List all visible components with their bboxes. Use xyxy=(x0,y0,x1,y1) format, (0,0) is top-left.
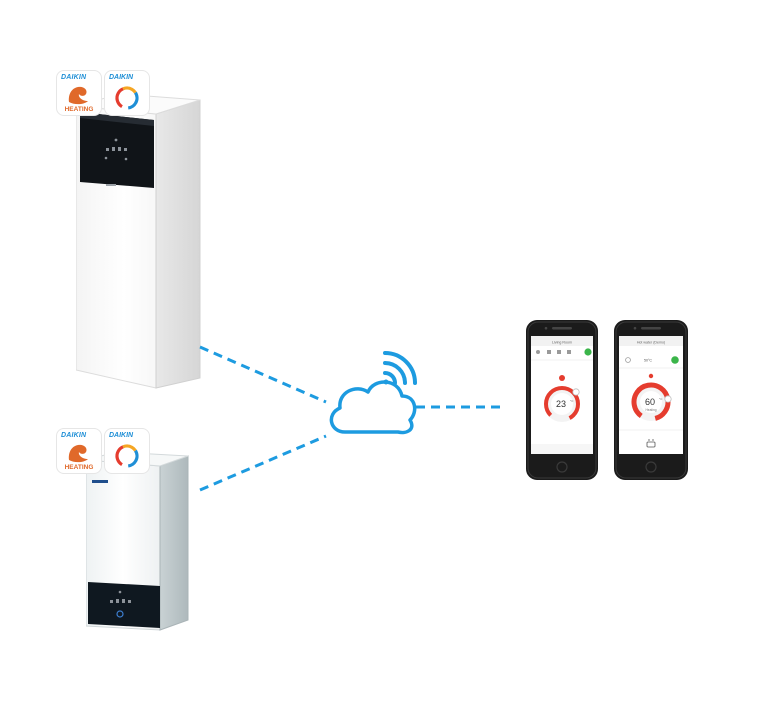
heating-label: HEATING xyxy=(64,464,94,471)
water-temperature-unit: °C xyxy=(659,397,663,401)
dial-ring-icon xyxy=(115,86,139,110)
device-title: Hot water (Demo) xyxy=(637,341,665,345)
daikin-logo-text: DAIKIN xyxy=(109,74,134,81)
smartphone-living-room: Living Room 23 °C xyxy=(526,320,598,480)
smartphone-hot-water: Hot water (Demo) 50°C 60 °C Heating xyxy=(614,320,688,480)
onecta-app-icon: DAIKIN xyxy=(104,70,150,116)
home-button[interactable] xyxy=(556,461,568,473)
boost-icon xyxy=(646,439,656,448)
hand-icon xyxy=(68,86,88,105)
dial-handle[interactable] xyxy=(664,395,672,403)
cloud-icon xyxy=(329,380,417,435)
water-temperature-value: 60 xyxy=(645,397,655,407)
wifi-dot-icon xyxy=(383,379,389,385)
daikin-logo-text: DAIKIN xyxy=(61,74,87,81)
dial-handle[interactable] xyxy=(572,388,580,396)
heating-label: HEATING xyxy=(64,106,94,113)
temperature-unit: °C xyxy=(570,399,574,403)
wall-mounted-unit xyxy=(86,451,189,631)
room-title: Living Room xyxy=(552,341,572,345)
heating-app-icon: DAIKIN HEATING xyxy=(56,70,102,116)
daikin-logo-text: DAIKIN xyxy=(109,432,134,439)
power-icon xyxy=(671,356,679,364)
power-icon xyxy=(584,348,592,356)
mode-indicator-icon xyxy=(559,375,565,381)
status-label: Heating xyxy=(646,408,657,412)
daikin-logo-text: DAIKIN xyxy=(61,432,87,439)
hand-icon xyxy=(68,444,88,463)
onecta-app-icon-2: DAIKIN xyxy=(104,428,150,474)
dial-ring-icon xyxy=(115,444,139,468)
wifi-signal-icon xyxy=(383,351,417,385)
heating-app-icon-2: DAIKIN HEATING xyxy=(56,428,102,474)
home-button[interactable] xyxy=(645,461,657,473)
heating-indicator-icon xyxy=(648,373,654,379)
dashed-link-top-unit xyxy=(199,345,327,404)
temperature-value: 23 xyxy=(556,399,566,409)
dashed-link-bottom-unit xyxy=(199,434,327,492)
setpoint-label: 50°C xyxy=(644,359,652,363)
